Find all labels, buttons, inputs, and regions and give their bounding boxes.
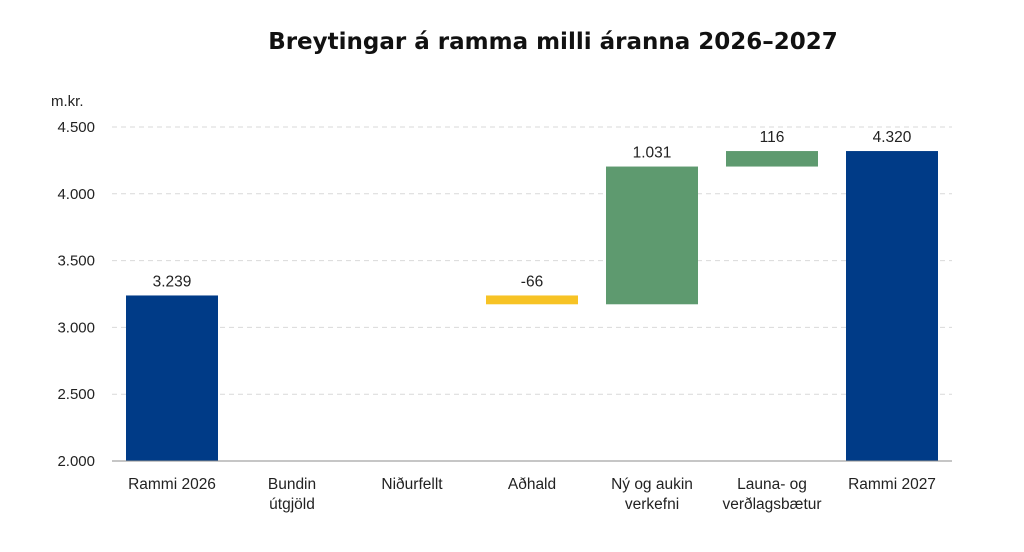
x-category-label: Launa- og bbox=[737, 476, 807, 493]
y-tick-label: 3.000 bbox=[57, 319, 95, 336]
bars bbox=[126, 151, 938, 461]
data-label: 116 bbox=[760, 129, 785, 146]
bar-total bbox=[126, 295, 218, 461]
x-category-label: Rammi 2027 bbox=[848, 476, 936, 493]
y-axis-ticks: 2.000 2.500 3.000 3.500 4.000 4.500 bbox=[57, 119, 95, 470]
bar-total bbox=[846, 151, 938, 461]
y-tick-label: 2.500 bbox=[57, 386, 95, 403]
data-label: 1.031 bbox=[633, 145, 672, 162]
x-category-label: Rammi 2026 bbox=[128, 476, 216, 493]
x-category-label: útgjöld bbox=[269, 496, 315, 513]
data-label: 3.239 bbox=[153, 273, 192, 290]
x-category-label: Bundin bbox=[268, 476, 316, 493]
chart-title: Breytingar á ramma milli áranna 2026–202… bbox=[268, 29, 838, 55]
data-label: 4.320 bbox=[873, 129, 912, 146]
bar-decrease bbox=[486, 295, 578, 305]
x-category-label: verkefni bbox=[625, 496, 679, 513]
data-label: -66 bbox=[521, 273, 543, 290]
y-tick-label: 2.000 bbox=[57, 453, 95, 470]
category-labels: Rammi 2026 Bundin útgjöld Niðurfellt Aðhald N… bbox=[128, 476, 936, 513]
gridlines bbox=[112, 126, 952, 395]
y-tick-label: 3.500 bbox=[57, 253, 95, 270]
bar-increase bbox=[606, 166, 698, 305]
x-category-label: Ný og aukin bbox=[611, 476, 693, 493]
y-axis-unit-label: m.kr. bbox=[51, 93, 84, 110]
y-tick-label: 4.500 bbox=[57, 119, 95, 136]
data-labels: 3.239 -66 1.031 116 4.320 bbox=[153, 129, 912, 290]
x-category-label: Aðhald bbox=[508, 476, 556, 493]
x-category-label: verðlagsbætur bbox=[722, 496, 821, 513]
x-category-label: Niðurfellt bbox=[381, 476, 443, 493]
y-tick-label: 4.000 bbox=[57, 186, 95, 203]
bar-increase bbox=[726, 151, 818, 167]
